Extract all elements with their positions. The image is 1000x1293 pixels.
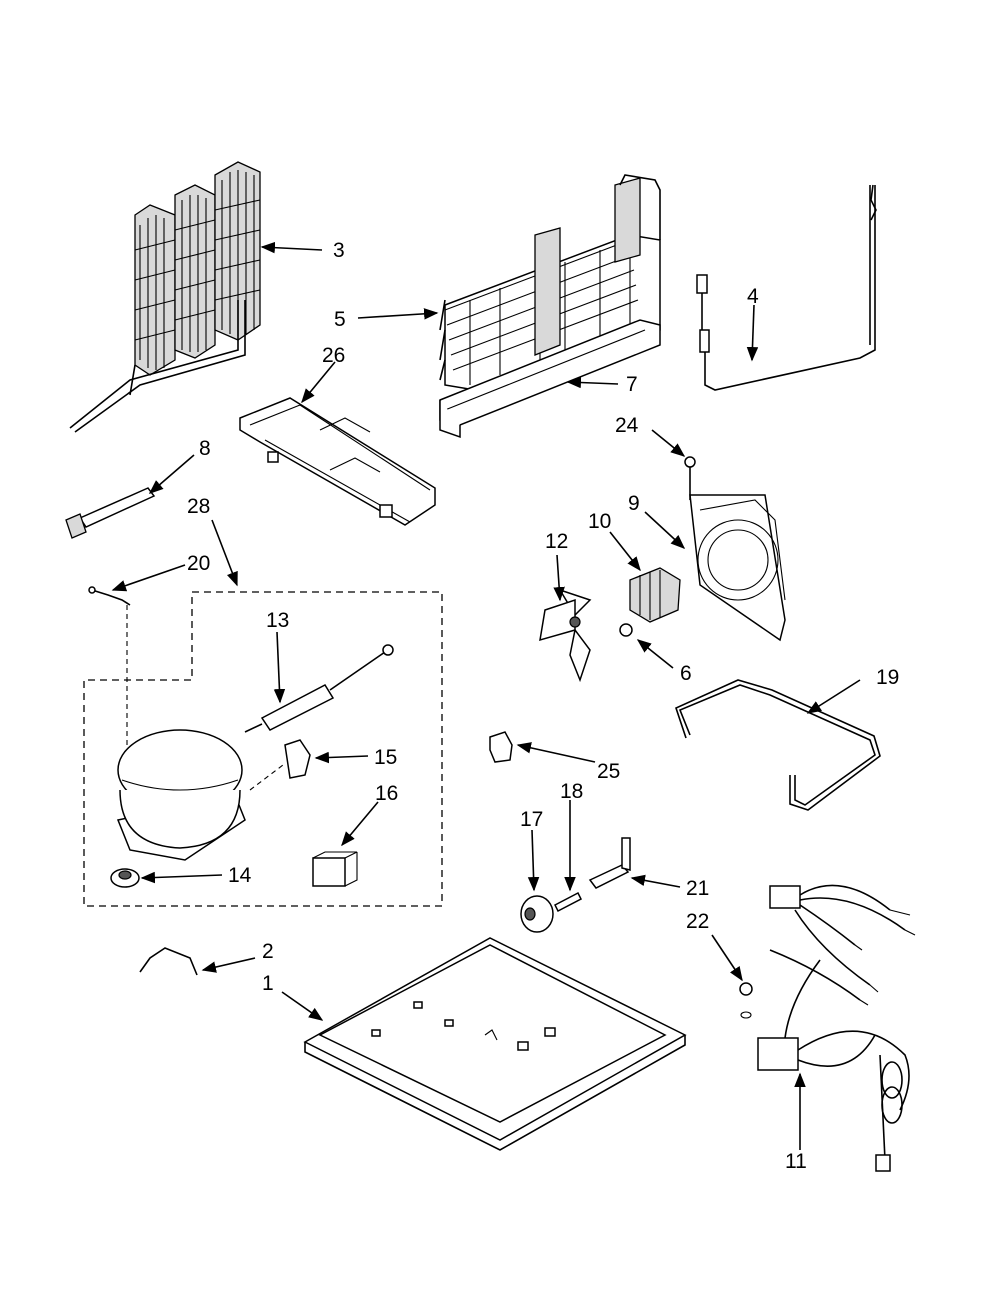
roller-screw [553, 891, 583, 913]
callout-2: 2 [262, 940, 274, 963]
callout-26: 26 [322, 344, 345, 367]
tube-assembly [675, 679, 881, 811]
callout-24: 24 [615, 414, 639, 437]
callout-15: 15 [374, 746, 397, 769]
filter-drier [244, 644, 394, 733]
drain-tube [588, 837, 631, 889]
compressor [116, 729, 246, 861]
callout-17: 17 [520, 808, 543, 831]
fan-blade [539, 588, 592, 683]
wire-bracket [139, 947, 198, 976]
callout-20: 20 [187, 552, 210, 575]
callout-18: 18 [560, 780, 583, 803]
callout-6: 6 [680, 662, 692, 685]
callout-5: 5 [334, 308, 346, 331]
evaporator-coil [439, 174, 661, 391]
callout-8: 8 [199, 437, 211, 460]
ground-wire [88, 586, 131, 840]
callout-28: 28 [187, 495, 210, 518]
callout-1: 1 [262, 972, 274, 995]
leader-lines [111, 241, 861, 1150]
relay [249, 739, 311, 791]
base-frame [303, 937, 687, 1151]
callout-13: 13 [266, 609, 289, 632]
callout-19: 19 [876, 666, 899, 689]
evaporator-cover [239, 397, 436, 526]
callout-25: 25 [597, 760, 620, 783]
callout-11: 11 [785, 1150, 807, 1173]
callout-12: 12 [545, 530, 568, 553]
clip [489, 731, 513, 763]
fan-bracket [684, 456, 786, 642]
callout-4: 4 [747, 285, 759, 308]
defrost-heater [65, 487, 156, 539]
drain-trough [439, 319, 661, 439]
callout-10: 10 [588, 510, 611, 533]
callout-21: 21 [686, 877, 709, 900]
callout-9: 9 [628, 492, 640, 515]
callout-14: 14 [228, 864, 252, 887]
screw [739, 982, 753, 1019]
wiring-harness [757, 884, 916, 1172]
grommet [110, 868, 140, 888]
roller-wheel [520, 895, 554, 933]
callout-3: 3 [333, 239, 345, 262]
callout-22: 22 [686, 910, 709, 933]
callout-labels: 1 2 3 4 5 6 7 8 9 10 11 12 13 14 15 16 1… [187, 239, 899, 1173]
callout-16: 16 [375, 782, 398, 805]
overload [312, 851, 358, 887]
defrost-thermistor [696, 184, 877, 391]
callout-7: 7 [626, 373, 638, 396]
condenser-coil [69, 161, 261, 433]
fan-motor [619, 567, 681, 637]
